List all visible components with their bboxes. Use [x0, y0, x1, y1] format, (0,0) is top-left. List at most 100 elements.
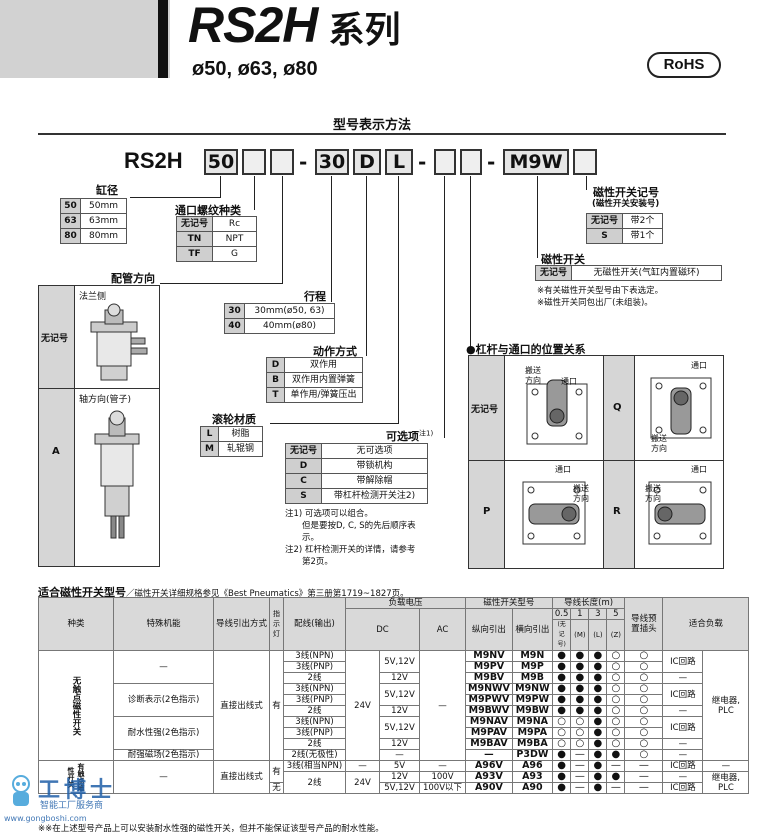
lever-r-illustration [648, 481, 712, 545]
leader-roller-h [270, 423, 399, 424]
col-type: 种类 [38, 597, 114, 651]
dash-3: - [487, 150, 496, 174]
cylinder-axial-illustration [94, 410, 140, 539]
model-vertical: M9NWV [465, 683, 513, 695]
length-mark: ● [551, 683, 572, 695]
wiring-cell: 2线 [283, 672, 346, 684]
function-cell: 耐水性强(2色指示) [113, 716, 214, 750]
length-mark: ○ [551, 716, 572, 728]
length-mark: ● [570, 705, 590, 717]
wiring-cell: 3线(PNP) [283, 694, 346, 706]
length-mark: ● [588, 650, 608, 662]
action-code: B [266, 372, 285, 388]
wiring-cell: 2线 [283, 771, 346, 794]
length-mark: — [570, 782, 590, 794]
ac-cell: 100V以下 [419, 782, 466, 794]
length-mark: ○ [606, 705, 626, 717]
load-dash: — [662, 749, 704, 761]
length-mark: ● [588, 738, 608, 750]
length-mark: ○ [606, 694, 626, 706]
section-rule [38, 133, 726, 135]
watermark-site: www.gongboshi.com [4, 814, 87, 823]
dc-cell: 12V [379, 738, 420, 750]
load-relay: 继电器, PLC [702, 771, 750, 794]
lever-code-col-left [469, 356, 505, 568]
port-thread-value: NPT [212, 231, 257, 247]
length-mark: ● [551, 672, 572, 684]
length-mark: — [570, 749, 590, 761]
length-mark: ● [570, 661, 590, 673]
wiring-cell: 2线 [283, 705, 346, 717]
load-dash: — [662, 738, 704, 750]
table-row: 耐强磁场(2色指示)2线(无极性)——P3DW●—●●○— [39, 749, 749, 761]
switch-qty-code: 无记号 [586, 213, 623, 229]
port-thread-code: 无记号 [176, 216, 213, 232]
model-horizontal: M9BW [511, 705, 553, 717]
wiring-cell: 3线(NPN) [283, 650, 346, 662]
length-mark: ○ [606, 672, 626, 684]
lever-port-label: 通口 [561, 377, 577, 386]
length-mark: ● [588, 749, 608, 761]
model-vertical: M9PV [465, 661, 513, 673]
section-title: 型号表示方法 [333, 118, 412, 133]
code-switch: M9W [503, 149, 569, 175]
model-vertical: M9BWV [465, 705, 513, 717]
lever-dir-label: 搬送方向 [573, 484, 589, 503]
switch-value: 无磁性开关(气缸内置磁环) [571, 265, 722, 281]
lever-code: 无记号 [471, 405, 499, 415]
model-horizontal: M9PA [511, 727, 553, 739]
model-vertical: M9PWV [465, 694, 513, 706]
model-vertical: M9BAV [465, 738, 513, 750]
port-thread-heading: 通口螺纹种类 [175, 204, 241, 217]
load-ic: IC回路 [662, 650, 704, 673]
option-value: 带解除帽 [321, 473, 428, 489]
lead-cell: 直接出线式 [213, 650, 270, 761]
switch-qty-subheading: (磁性开关安装号) [592, 199, 660, 209]
wiring-cell: 3线(PNP) [283, 661, 346, 673]
header-band [0, 0, 170, 78]
length-mark: ○ [606, 727, 626, 739]
length-mark: ● [588, 727, 608, 739]
roller-value: 轧辊钢 [218, 441, 263, 457]
dc-cell: 5V [379, 760, 420, 772]
switch-row: 无记号无磁性开关(气缸内置磁环) [535, 265, 722, 281]
applicable-title: 适合磁性开关型号 [38, 586, 126, 599]
piping-table: 无记号 A 法兰侧 轴方向(管子) [38, 285, 160, 567]
watermark-tagline: 智能工厂服务商 [40, 801, 104, 811]
col-len-1: 1 [570, 608, 590, 620]
option-heading: 可选项注1) [386, 428, 433, 444]
model-horizontal: A93 [511, 771, 553, 783]
length-mark: ○ [606, 683, 626, 695]
piping-row-divider [39, 388, 159, 389]
code-stroke: 30 [315, 149, 349, 175]
stroke-code: 30 [224, 303, 245, 319]
action-code: D [266, 357, 285, 373]
length-mark: ○ [570, 716, 590, 728]
col-len-05: 0.5 [551, 608, 572, 620]
col-length: 导线长度(m) [551, 597, 626, 609]
piping-caption: 轴方向(管子) [79, 395, 132, 405]
leader-piping [282, 176, 283, 284]
piping-caption: 法兰侧 [79, 292, 107, 302]
roller-code: L [200, 426, 219, 442]
option-row: 无记号无可选项 [285, 443, 428, 459]
lever-q-illustration [650, 377, 712, 439]
code-port-thread [242, 149, 266, 175]
option-value: 带锁机构 [321, 458, 428, 474]
length-mark: ● [551, 771, 572, 783]
bore-sizes: ø50, ø63, ø80 [192, 58, 318, 80]
option-code: C [285, 473, 322, 489]
switch-table: 无记号无磁性开关(气缸内置磁环) [535, 265, 722, 281]
length-mark: ○ [570, 738, 590, 750]
